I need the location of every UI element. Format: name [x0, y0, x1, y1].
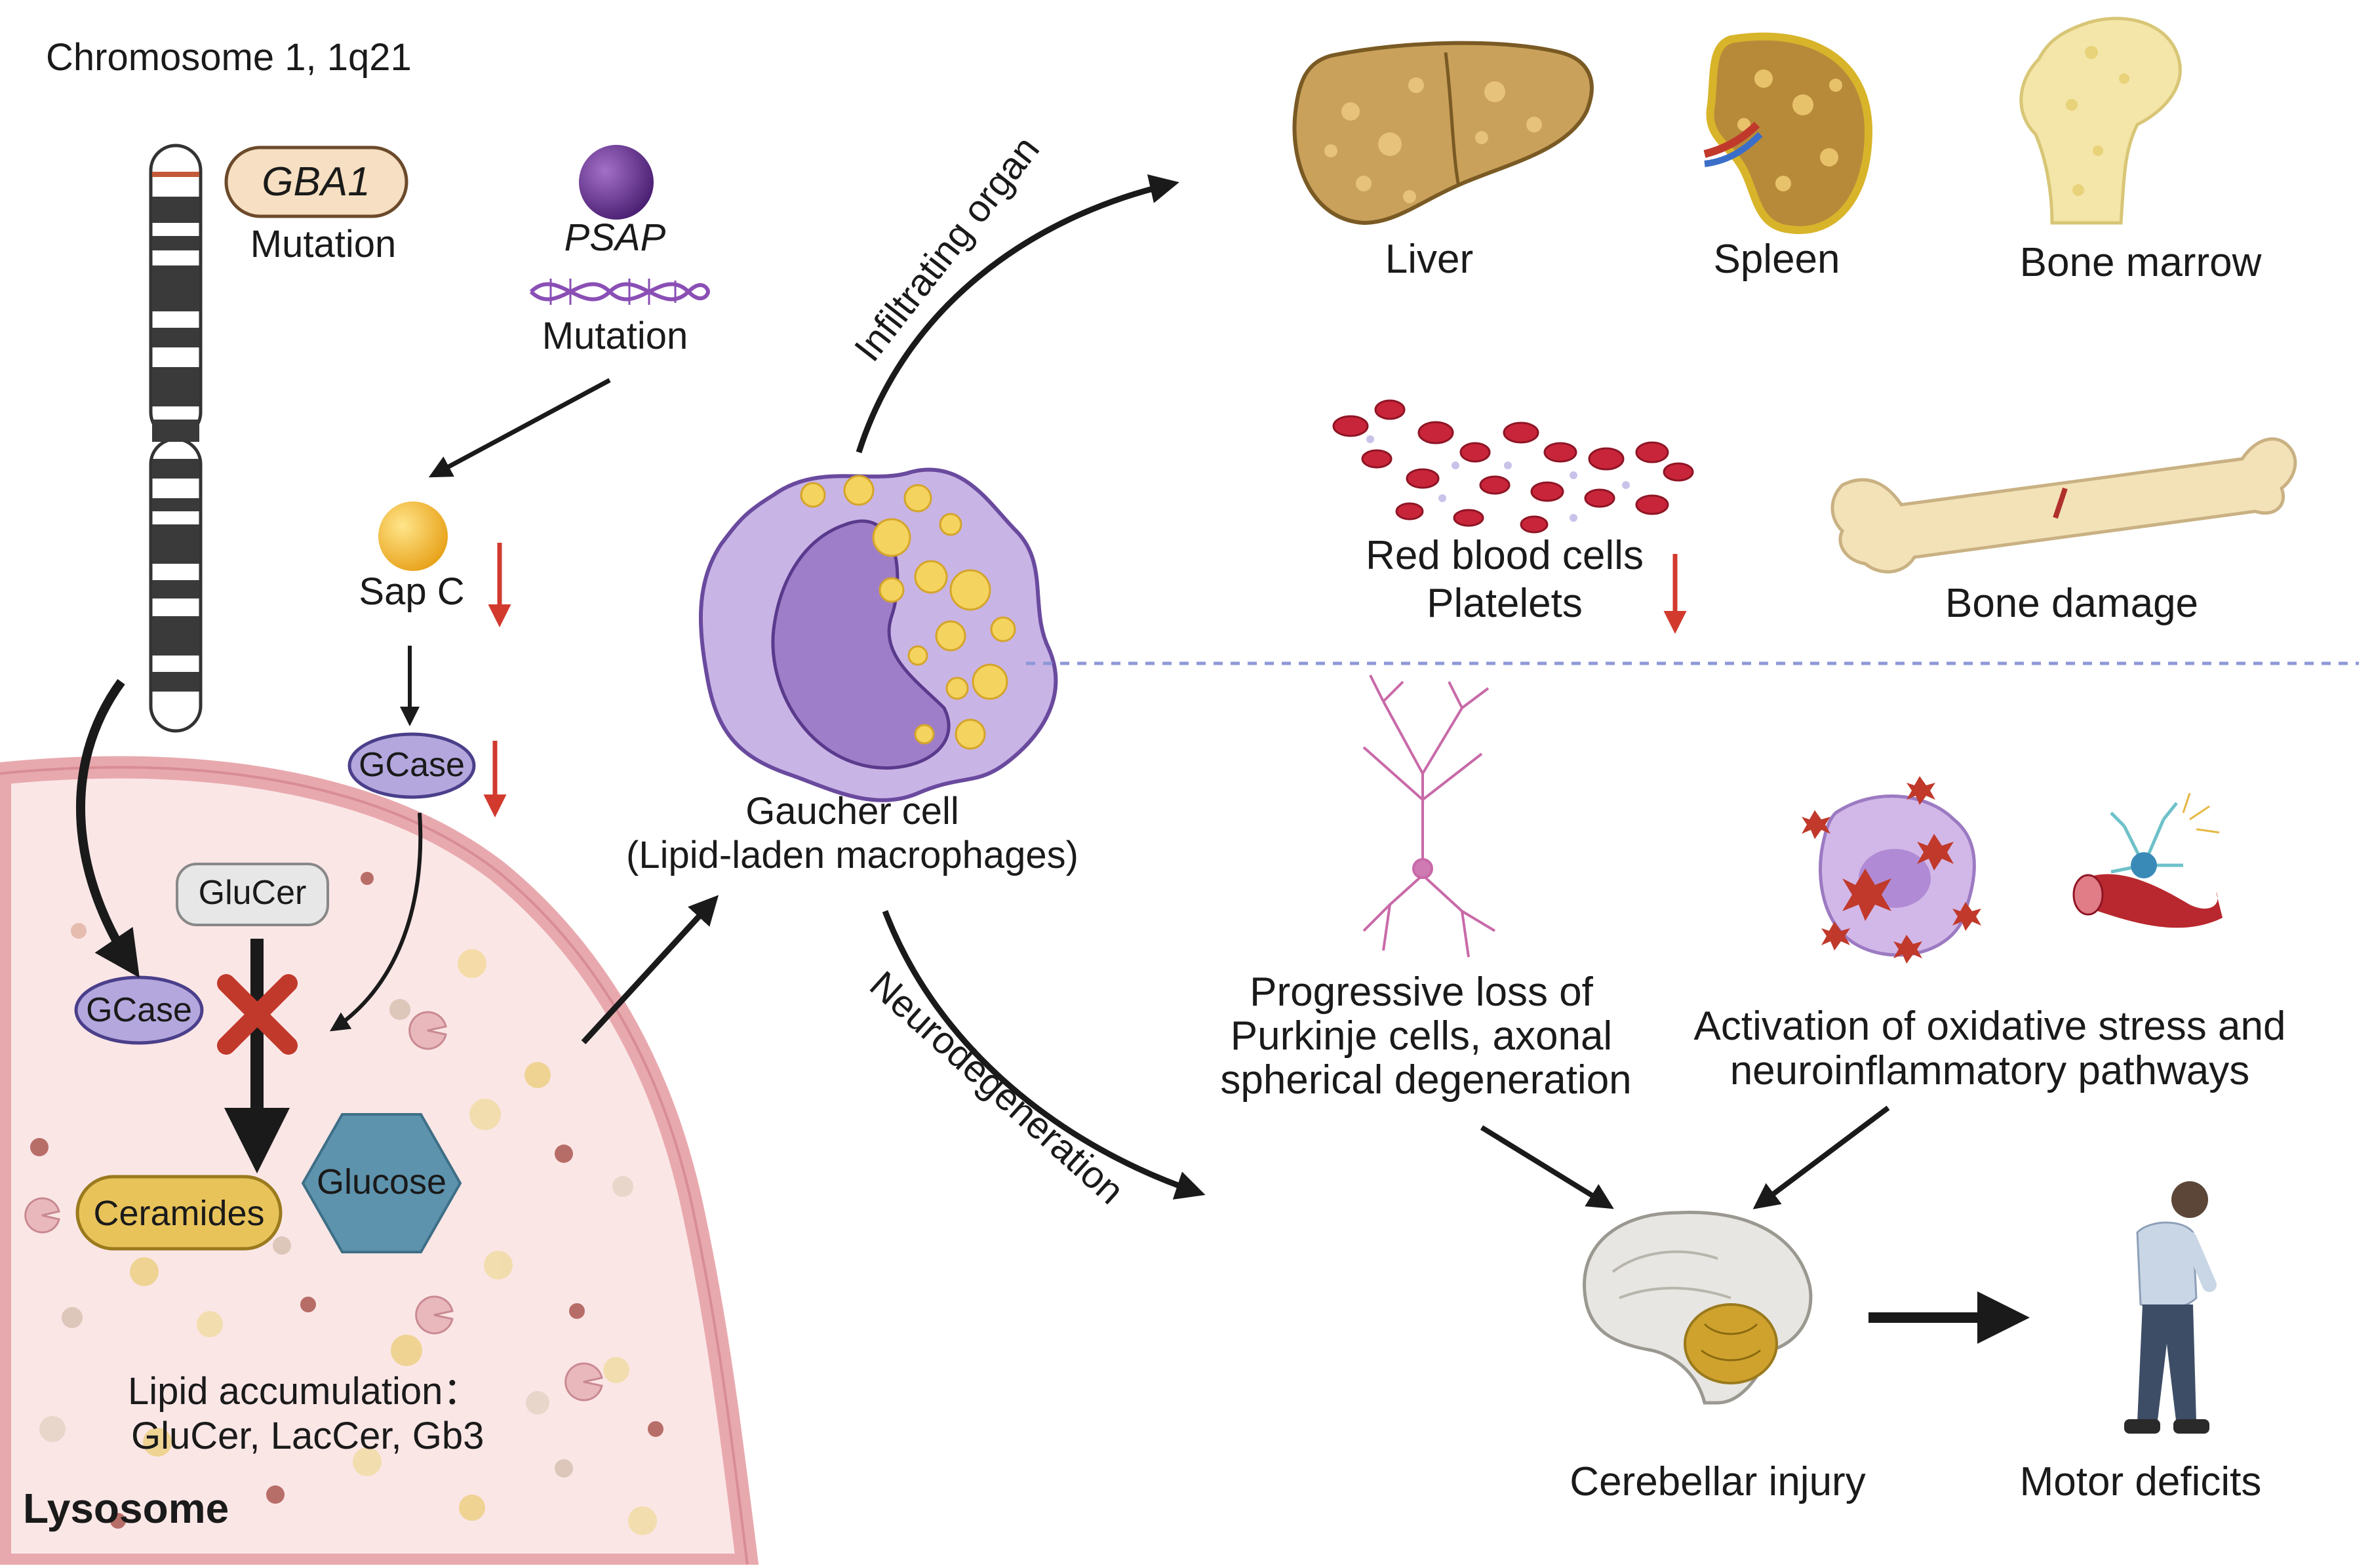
lysosome-pacman-lipids: [24, 1011, 603, 1401]
bone-marrow-icon: [2019, 16, 2182, 225]
sapc-label: Sap C: [359, 570, 465, 613]
oxidative-line1: Activation of oxidative stress and: [1693, 1004, 2286, 1049]
glucer-pill: [176, 863, 329, 926]
lysosome-title: Lysosome: [23, 1485, 229, 1532]
gba1-mutation-label: Mutation: [250, 223, 397, 265]
lipid-accumulation-list: GluCer, LacCer, Gb3: [131, 1415, 484, 1457]
glucer-label: GluCer: [198, 874, 307, 912]
gcase-to-lysosome-arrow: [329, 812, 423, 1032]
infiltrating-organ-arrow: [856, 174, 1179, 454]
psap-gene-label: PSAP: [564, 216, 666, 259]
glucose-label: Glucose: [316, 1162, 447, 1202]
gcase-lysosome-label: GCase: [86, 991, 192, 1029]
oxidative-to-brain-arrow: [1752, 1105, 1890, 1209]
gba1-pill: [224, 146, 408, 218]
cerebellar-injury-label: Cerebellar injury: [1570, 1459, 1866, 1504]
spleen-label: Spleen: [1713, 237, 1840, 282]
block-x-icon: [217, 974, 298, 1055]
purkinje-line2: Purkinje cells, axonal: [1230, 1013, 1613, 1059]
neurodegeneration-arrow: [882, 910, 1206, 1200]
spleen-icon: [1703, 32, 1873, 235]
psap-mutation-label: Mutation: [542, 315, 688, 357]
gaucher-cell-icon: [699, 467, 1058, 802]
ceramides-label: Ceramides: [93, 1194, 265, 1233]
lysosome-lipid-dots: [30, 872, 663, 1535]
gcase-upper-ellipse: [347, 732, 476, 799]
psap-to-sapc-arrow: [428, 378, 611, 478]
brain-icon: [1583, 1211, 1813, 1405]
lipid-accumulation-title: Lipid accumulation：: [128, 1370, 481, 1413]
psap-protein-icon: [579, 145, 654, 220]
gaucher-cell-subtitle: (Lipid-laden macrophages): [626, 834, 1078, 876]
vessel-inflammation-icon: [2072, 793, 2223, 928]
lysosome-to-gaucher-arrow: [581, 895, 719, 1045]
liver-label: Liver: [1385, 237, 1474, 282]
bone-icon: [1830, 437, 2297, 574]
purkinje-neuron-icon: [1362, 675, 1496, 958]
purkinje-to-brain-arrow: [1480, 1125, 1614, 1209]
blood-cells-label: Red blood cells: [1366, 533, 1644, 578]
ceramides-pill: [75, 1175, 283, 1251]
oxidative-cell-icon: [1802, 776, 1981, 964]
oxidative-line2: neuroinflammatory pathways: [1730, 1048, 2250, 1093]
gaucher-cell-title: Gaucher cell: [745, 790, 959, 833]
bone-damage-label: Bone damage: [1945, 581, 2199, 626]
chromosome-to-gcase-arrow: [76, 678, 140, 978]
dna-icon: [529, 279, 710, 305]
sap-c-icon: [378, 501, 448, 571]
liver-icon: [1292, 41, 1594, 225]
glucose-hexagon: [301, 1113, 462, 1253]
motor-deficits-label: Motor deficits: [2019, 1459, 2262, 1504]
purkinje-line3: spherical degeneration: [1220, 1057, 1632, 1103]
red-blood-cells-icon: [1332, 399, 1694, 534]
chromosome-icon: [149, 144, 203, 733]
gba1-gene-label: GBA1: [262, 159, 370, 205]
gcase-upper-label: GCase: [359, 746, 465, 784]
bone-marrow-label: Bone marrow: [2019, 240, 2262, 285]
purkinje-line1: Progressive loss of: [1250, 970, 1593, 1015]
chromosome-title: Chromosome 1, 1q21: [46, 36, 412, 79]
platelets-label: Platelets: [1427, 581, 1583, 626]
person-icon: [2124, 1181, 2217, 1434]
